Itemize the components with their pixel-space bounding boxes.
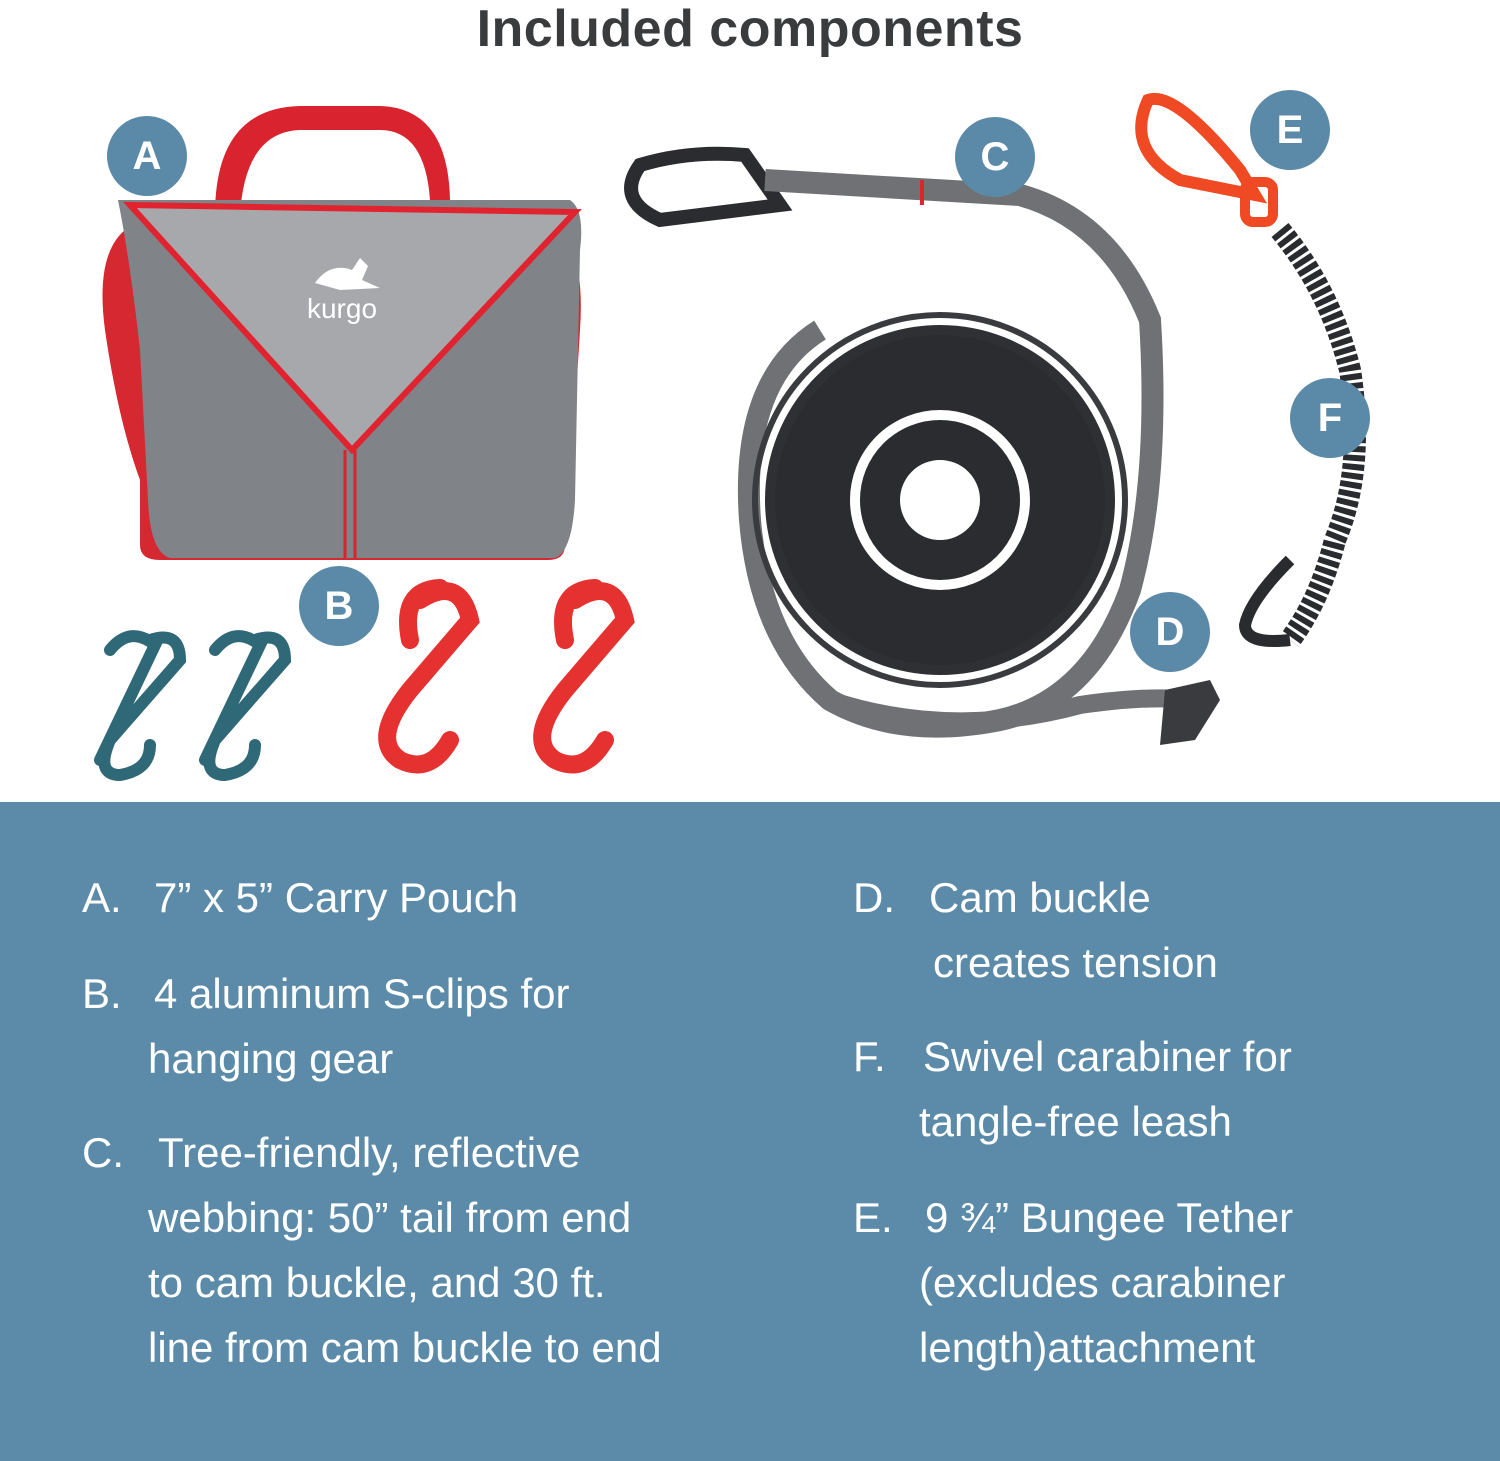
- component-letter: C.: [82, 1129, 124, 1176]
- bungee-tether-illustration: [1135, 92, 1366, 647]
- component-text: Cam buckle: [929, 874, 1151, 921]
- component-text: (excludes carabiner: [919, 1259, 1286, 1306]
- webbing-line-illustration: [624, 146, 1220, 745]
- component-letter: F.: [853, 1033, 886, 1080]
- component-text: tangle-free leash: [919, 1098, 1232, 1145]
- component-text: line from cam buckle to end: [148, 1324, 662, 1371]
- badge-f: F: [1290, 378, 1370, 458]
- component-item-e: E. 9 ¾” Bungee Tether (excludes carabine…: [853, 1185, 1293, 1380]
- badge-e: E: [1250, 90, 1330, 170]
- product-photo: kurgo: [0, 70, 1500, 802]
- component-text: length)attachment: [919, 1324, 1256, 1371]
- component-text: hanging gear: [148, 1035, 394, 1082]
- component-item-f: F. Swivel carabiner for tangle-free leas…: [853, 1024, 1292, 1154]
- component-text: 4 aluminum S-clips for: [154, 970, 570, 1017]
- badge-d: D: [1130, 592, 1210, 672]
- badge-b: B: [299, 566, 379, 646]
- component-item-a: A. 7” x 5” Carry Pouch: [82, 865, 518, 930]
- component-text: Tree-friendly, reflective: [158, 1129, 581, 1176]
- components-list-panel: A. 7” x 5” Carry Pouch B. 4 aluminum S-c…: [0, 802, 1500, 1461]
- component-letter: A.: [82, 874, 122, 921]
- component-letter: D.: [853, 874, 895, 921]
- badge-a: A: [107, 116, 187, 196]
- component-text: creates tension: [933, 939, 1218, 986]
- component-text: 7” x 5” Carry Pouch: [154, 874, 519, 921]
- component-letter: B.: [82, 970, 122, 1017]
- carry-pouch-illustration: kurgo: [102, 106, 582, 560]
- component-text: webbing: 50” tail from end: [148, 1194, 632, 1241]
- component-text: to cam buckle, and 30 ft.: [148, 1259, 606, 1306]
- component-item-c: C. Tree-friendly, reflective webbing: 50…: [82, 1120, 662, 1380]
- component-text: Swivel carabiner for: [923, 1033, 1292, 1080]
- component-item-b: B. 4 aluminum S-clips for hanging gear: [82, 961, 569, 1091]
- badge-c: C: [955, 117, 1035, 197]
- component-text: 9 ¾” Bungee Tether: [925, 1194, 1294, 1241]
- page-title: Included components: [476, 0, 1024, 58]
- component-letter: E.: [853, 1194, 893, 1241]
- s-clips-illustration: [94, 579, 635, 782]
- component-item-d: D. Cam buckle creates tension: [853, 865, 1218, 995]
- svg-text:kurgo: kurgo: [307, 293, 377, 324]
